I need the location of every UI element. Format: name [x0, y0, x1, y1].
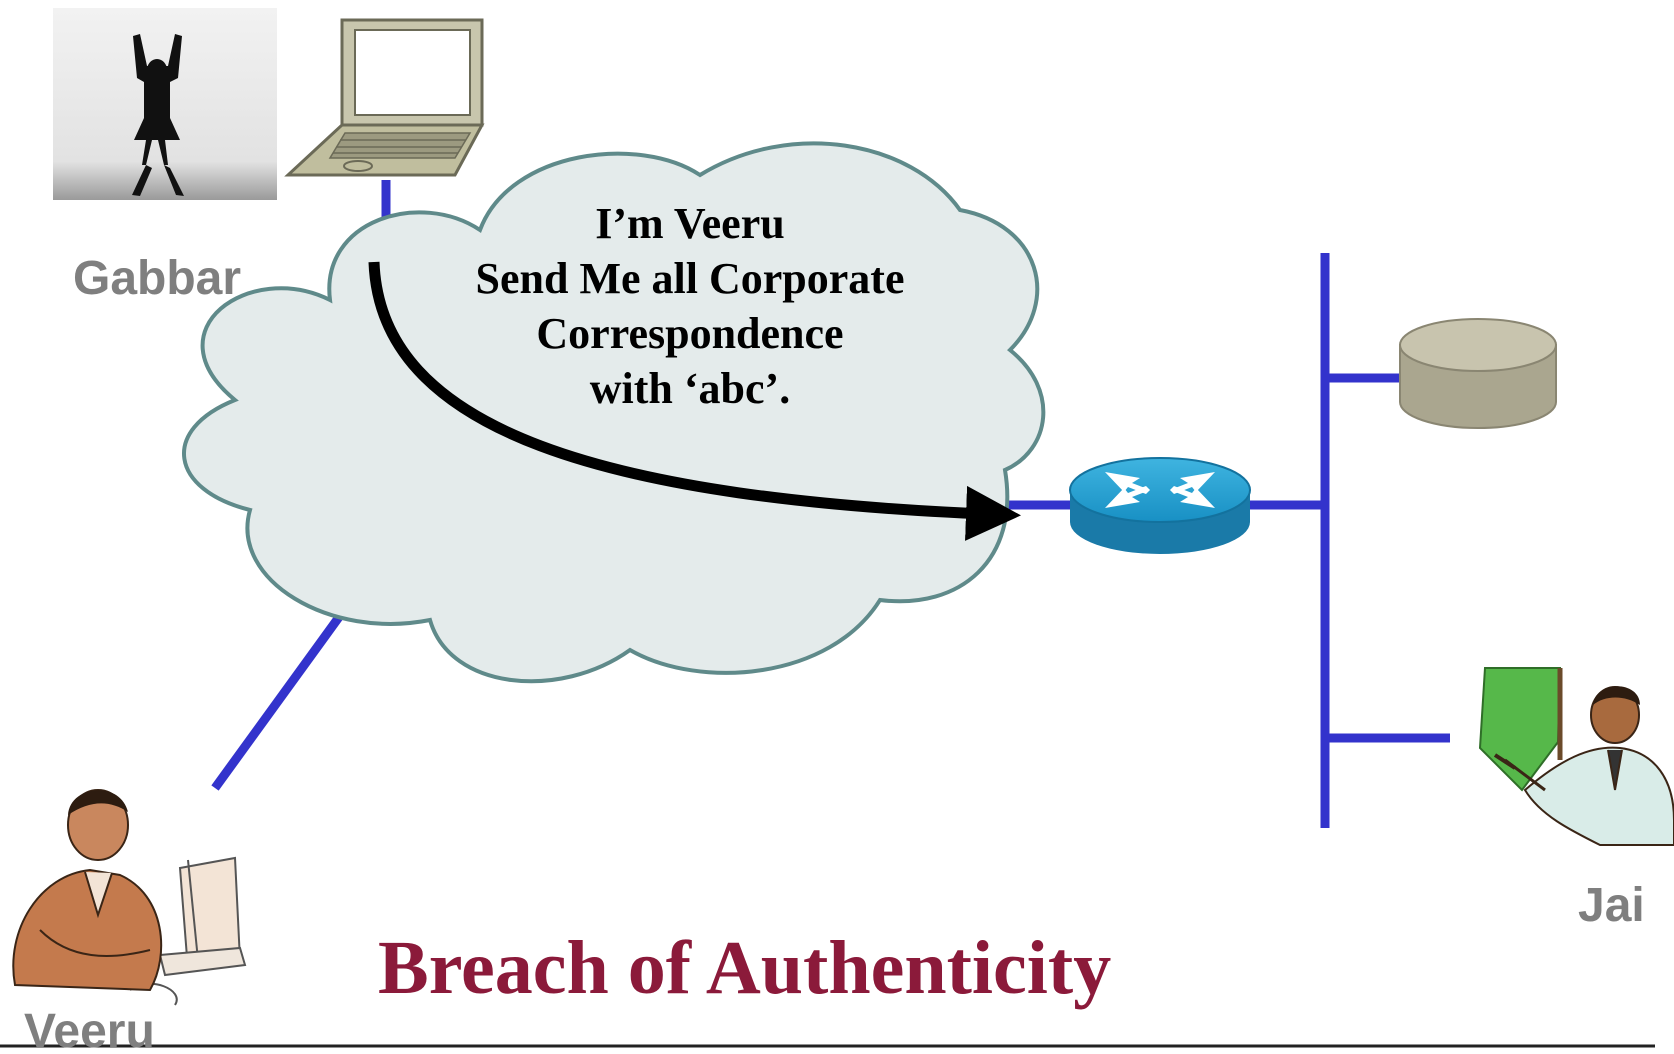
label-gabbar: Gabbar [73, 252, 242, 305]
label-jai: Jai [1578, 879, 1645, 932]
cloud-message: I’m Veeru Send Me all Corporate Correspo… [420, 196, 960, 416]
internet-cloud [182, 141, 1046, 684]
message-line: I’m Veeru [595, 199, 785, 248]
message-line: Correspondence [536, 309, 844, 358]
presenter-icon [1478, 667, 1674, 846]
laptop-icon [284, 18, 485, 177]
link-veeru-cloud [211, 592, 359, 791]
message-line: Send Me all Corporate [475, 254, 905, 303]
router-icon [1069, 457, 1251, 554]
slide-title: Breach of Authenticity [378, 926, 1112, 1010]
message-line: with ‘abc’. [589, 364, 791, 413]
spoofed-message-arrow [368, 261, 1021, 541]
database-server-icon [1399, 318, 1557, 429]
label-veeru: Veeru [24, 1005, 155, 1054]
person-at-computer-icon [12, 789, 247, 1006]
silhouette-figure-icon [53, 8, 277, 200]
